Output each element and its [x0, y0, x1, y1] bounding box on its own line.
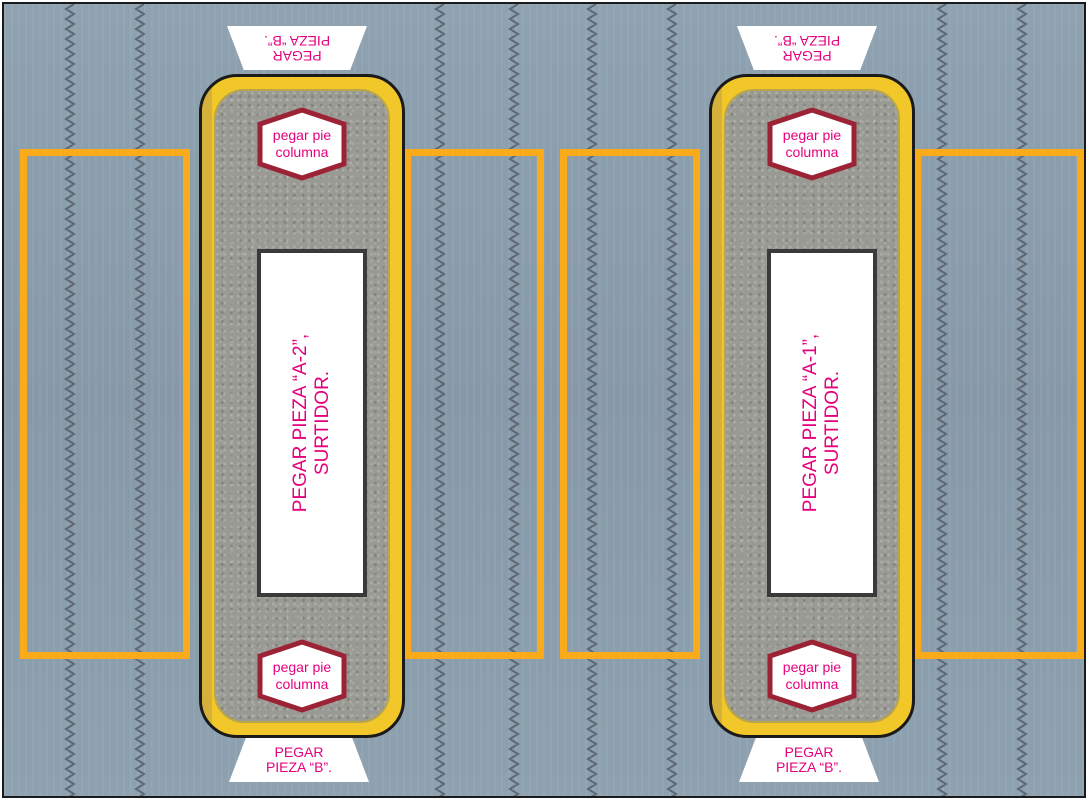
tire-track-decoration — [434, 4, 446, 796]
hexagon-icon — [257, 107, 347, 181]
tire-track-decoration — [1016, 4, 1028, 796]
tire-track-decoration — [936, 4, 948, 796]
tire-track-decoration — [134, 4, 146, 796]
fuel-island: pegar pie columna PEGAR PIEZA “A-1”, SUR… — [709, 74, 915, 738]
hexagon-icon — [257, 639, 347, 713]
glue-tab-bottom: PEGAR PIEZA “B”. — [739, 738, 879, 782]
glue-tab-label: PEGAR PIEZA “B”. — [773, 33, 841, 64]
parking-space — [404, 149, 544, 659]
column-glue-label: pegar pie columna — [272, 127, 332, 160]
tire-track-decoration — [508, 4, 520, 796]
hexagon-icon — [767, 639, 857, 713]
tire-track-decoration — [666, 4, 678, 796]
glue-tab-label: PEGAR PIEZA “B”. — [263, 33, 331, 64]
tire-track-decoration — [586, 4, 598, 796]
column-glue-label: pegar pie columna — [272, 659, 332, 692]
column-glue-label: pegar pie columna — [782, 659, 842, 692]
column-glue-marker: pegar pie columna — [256, 107, 348, 181]
glue-tab-top: PEGAR PIEZA “B”. — [227, 26, 367, 70]
parking-space — [560, 149, 700, 659]
glue-tab-label: PEGAR PIEZA “B”. — [265, 744, 333, 775]
column-glue-marker: pegar pie columna — [766, 107, 858, 181]
parking-space — [914, 149, 1084, 659]
pump-panel-label: PEGAR PIEZA “A-2”, SURTIDOR. — [290, 333, 333, 513]
glue-tab-top: PEGAR PIEZA “B”. — [737, 26, 877, 70]
parking-space — [20, 149, 190, 659]
tire-track-decoration — [64, 4, 76, 796]
island-curb-shade — [712, 77, 722, 735]
island-concrete: pegar pie columna PEGAR PIEZA “A-2”, SUR… — [214, 89, 390, 723]
glue-tab-label: PEGAR PIEZA “B”. — [775, 744, 843, 775]
pump-panel-label: PEGAR PIEZA “A-1”, SURTIDOR. — [800, 333, 843, 513]
column-glue-label: pegar pie columna — [782, 127, 842, 160]
fuel-island: pegar pie columna PEGAR PIEZA “A-2”, SUR… — [199, 74, 405, 738]
glue-tab-bottom: PEGAR PIEZA “B”. — [229, 738, 369, 782]
column-glue-marker: pegar pie columna — [256, 639, 348, 713]
column-glue-marker: pegar pie columna — [766, 639, 858, 713]
pump-panel: PEGAR PIEZA “A-2”, SURTIDOR. — [257, 249, 367, 597]
island-curb-shade — [202, 77, 212, 735]
island-concrete: pegar pie columna PEGAR PIEZA “A-1”, SUR… — [724, 89, 900, 723]
hexagon-icon — [767, 107, 857, 181]
pump-panel: PEGAR PIEZA “A-1”, SURTIDOR. — [767, 249, 877, 597]
